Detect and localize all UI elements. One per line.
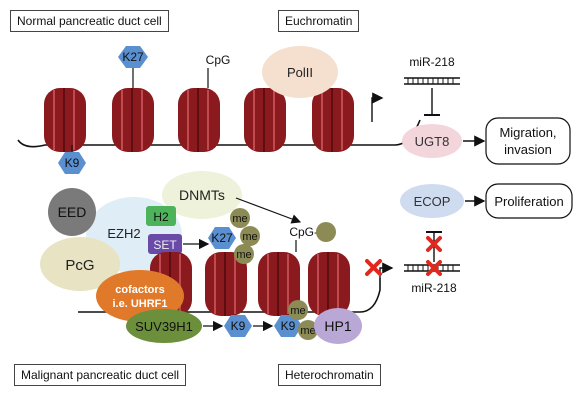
cofactors-label-2: i.e. UHRF1 [112,298,167,310]
normal-cell-label: Normal pancreatic duct cell [10,10,169,32]
eed-label: EED [58,204,87,220]
me-mark-5 [298,320,318,340]
dnmts-label: DNMTs [179,187,225,203]
suv39h1-label: SUV39H1 [135,319,193,334]
me-label-4: me [290,305,305,317]
nucleosome-top-1 [44,88,86,152]
k9-label-bottom-2: K9 [281,319,296,333]
ecop-label: ECOP [414,194,451,209]
hp1-label: HP1 [324,318,351,334]
migration-label-2: invasion [504,142,552,157]
k9-label-top: K9 [65,156,80,170]
h2-label: H2 [153,210,169,224]
proliferation-label: Proliferation [494,194,563,209]
me-label-2: me [242,231,257,243]
red-x-inhibition [426,236,442,252]
hp1-node [314,308,362,344]
malignant-cell-label: Malignant pancreatic duct cell [14,364,187,386]
pol2-complex [262,46,338,98]
mir218-label-bottom: miR-218 [411,281,457,295]
ugt8-node [402,124,462,158]
cpg-label-top: CpG [206,53,231,67]
dnmts-blob [162,171,242,219]
promoter-arrow-top [371,92,384,122]
red-x-mir [426,260,442,276]
k9-mark-top [58,152,86,174]
pcg-node [40,237,120,291]
pol2-label: PolII [287,65,313,80]
euchromatin-label: Euchromatin [278,10,360,32]
k9-label-bottom-1: K9 [231,319,246,333]
red-x-promoter [365,259,382,276]
nucleosome-top-2 [112,88,154,152]
migration-label-1: Migration, [499,125,556,140]
k27-label-bottom: K27 [211,231,233,245]
set-node [148,234,182,254]
cofactors-label-1: cofactors [115,284,165,296]
k27-mark-bottom [208,227,236,249]
heterochromatin-label: Heterochromatin [278,364,381,386]
nucleosome-bottom-2 [205,252,247,316]
me-label-3: me [236,249,251,261]
pcg-label: PcG [65,257,94,274]
h2-node [146,206,176,226]
me-mark-2 [240,226,260,246]
set-label: SET [153,238,177,252]
k9-mark-bottom-2 [274,315,302,337]
ugt8-label: UGT8 [415,134,450,149]
suv39h1-node [126,309,202,343]
nucleosome-top-3 [178,88,220,152]
nucleosome-top-4 [244,88,286,152]
me-mark-4 [288,300,308,320]
cpg-me-mark [316,222,336,242]
proliferation-box [485,183,573,219]
dna-strand-bottom [78,278,381,313]
mir218-label-top: miR-218 [409,55,455,69]
ecop-node [400,184,464,218]
cofactors-node [96,270,184,322]
nucleosome-top-5 [312,88,354,152]
k27-mark-top [118,46,148,68]
me-label-1: me [232,213,247,225]
migration-box [485,117,571,165]
promoter-arrow-bottom [379,262,394,278]
k27-label-top: K27 [122,50,144,64]
eed-node [48,188,96,236]
me-mark-1 [230,208,250,228]
k9-mark-bottom-1 [224,315,252,337]
ezh2-label: EZH2 [107,226,140,241]
me-label-5: me [300,325,315,337]
nucleosome-bottom-3 [258,252,300,316]
me-mark-3 [234,244,254,264]
nucleosome-bottom-4 [308,252,350,316]
